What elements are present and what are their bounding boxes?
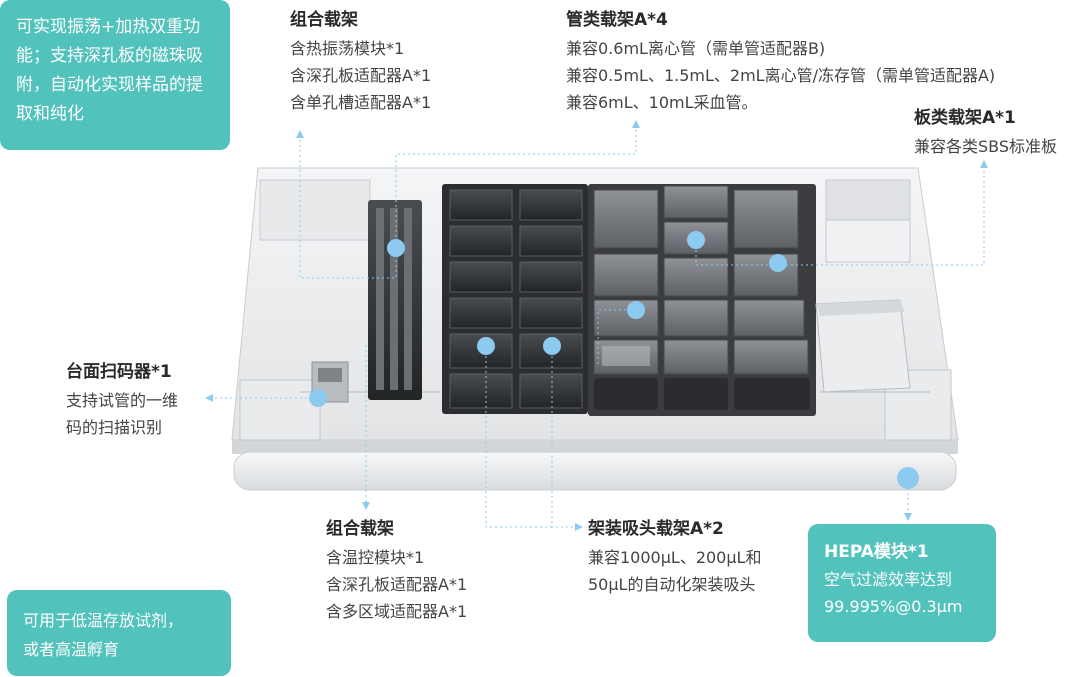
label-line: 含热振荡模块*1 [290,39,405,58]
label-title: 板类载架A*1 [914,108,1016,128]
label-line: 兼容6mL、10mL采血管。 [566,93,758,112]
label-title: 组合载架 [326,519,394,539]
marker-combo-top [387,239,405,257]
label-combo-rack-bottom: 组合载架 含温控模块*1 含深孔板适配器A*1 含多区域适配器A*1 [326,517,467,625]
marker-tip-rack [543,337,561,355]
marker-tube-rack [687,231,705,249]
label-line: 50μL的自动化架装吸头 [588,575,756,594]
connector-lines [210,125,985,528]
feature-box-hepa: HEPA模块*1 空气过滤效率达到 99.995%@0.3μm [808,524,996,642]
label-line: 兼容各类SBS标准板 [914,137,1058,156]
feature-line: 取和纯化 [16,104,84,124]
feature-line: 或者高温孵育 [23,640,120,659]
feature-line: 能；支持深孔板的磁珠吸 [16,46,203,66]
label-title: 架装吸头载架A*2 [588,519,724,539]
scanner-shape [311,361,349,403]
label-title: 台面扫码器*1 [66,362,172,382]
hepa-line: 99.995%@0.3μm [824,597,963,616]
label-tip-rack: 架装吸头载架A*2 兼容1000μL、200μL和 50μL的自动化架装吸头 [588,517,761,598]
feature-line: 可用于低温存放试剂， [23,611,184,630]
label-line: 兼容0.6mL离心管（需单管适配器B) [566,39,826,58]
feature-box-shaking-heating: 可实现振荡+加热双重功 能；支持深孔板的磁珠吸 附，自动化实现样品的提 取和纯化 [0,0,230,150]
feature-line: 附，自动化实现样品的提 [16,75,203,95]
combo-rack-top-shape [368,200,422,400]
label-line: 含温控模块*1 [326,548,425,567]
label-title: 管类载架A*4 [566,10,668,30]
back-panels [259,179,911,263]
marker-plate-rack [769,254,787,272]
marker-tube-rack-2 [627,301,645,319]
label-line: 含单孔槽适配器A*1 [290,93,432,112]
hepa-line: 空气过滤效率达到 [824,570,953,589]
label-tube-rack: 管类载架A*4 兼容0.6mL离心管（需单管适配器B) 兼容0.5mL、1.5m… [566,8,995,116]
label-line: 含深孔板适配器A*1 [326,575,468,594]
label-line: 码的扫描识别 [66,418,163,437]
label-title: 组合载架 [290,10,358,30]
label-line: 支持试管的一维 [66,391,179,410]
feature-line: 可实现振荡+加热双重功 [16,17,201,37]
label-line: 兼容0.5mL、1.5mL、2mL离心管/冻存管（需单管适配器A) [566,66,996,85]
combo-rack-bottom-shape [442,184,588,414]
feature-box-temperature: 可用于低温存放试剂， 或者高温孵育 [7,590,231,676]
waste-bin-shape [815,299,911,393]
label-combo-rack-top: 组合载架 含热振荡模块*1 含深孔板适配器A*1 含单孔槽适配器A*1 [290,8,431,116]
hepa-title: HEPA模块*1 [824,542,929,562]
label-line: 兼容1000μL、200μL和 [588,548,762,567]
marker-hepa [897,467,919,489]
marker-combo-bottom [477,337,495,355]
label-line: 含深孔板适配器A*1 [290,66,432,85]
marker-scanner [309,389,327,407]
label-deck-scanner: 台面扫码器*1 支持试管的一维 码的扫描识别 [66,360,178,441]
plate-racks-shape [588,184,816,416]
label-line: 含多区域适配器A*1 [326,602,468,621]
label-plate-rack: 板类载架A*1 兼容各类SBS标准板 [914,106,1057,160]
connector-arrowheads [205,120,988,531]
